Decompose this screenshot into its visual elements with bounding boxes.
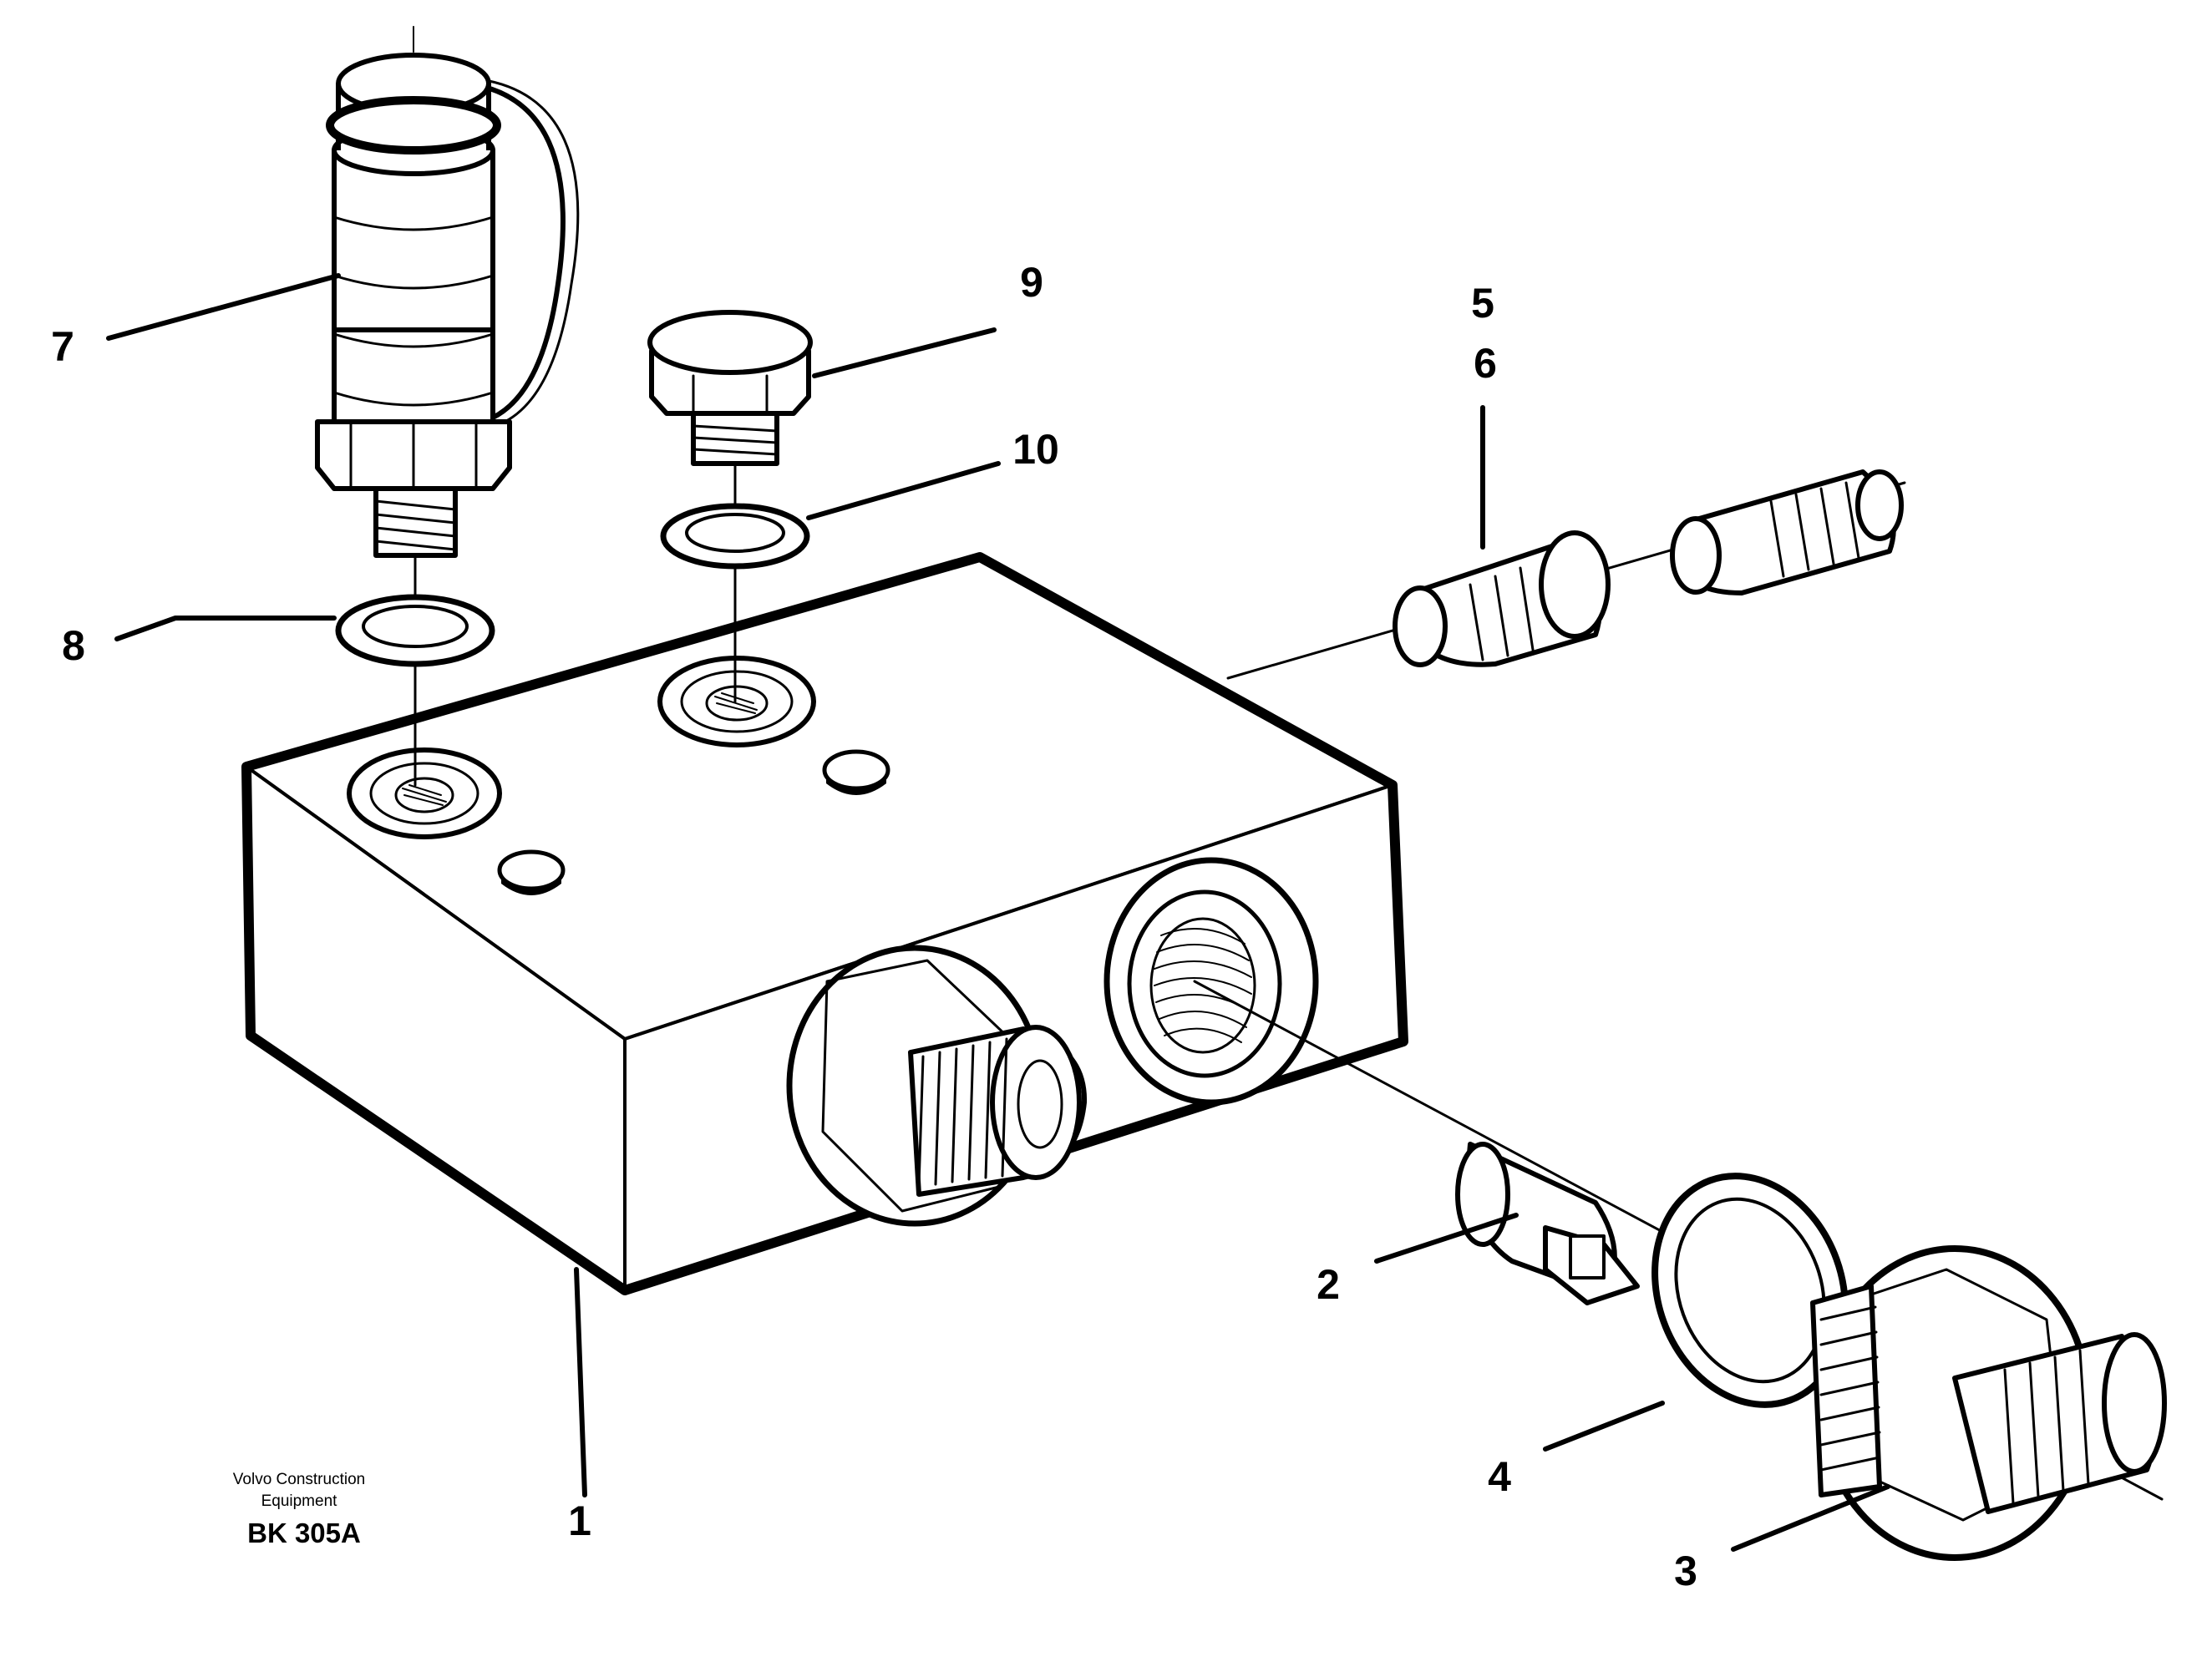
- callout-7: 7: [51, 323, 74, 370]
- block-port-left: [347, 747, 502, 839]
- leader-lines: [106, 273, 1890, 1552]
- block-port-middle: [657, 656, 816, 747]
- callout-2: 2: [1317, 1261, 1340, 1308]
- dowel-pin-2: [822, 749, 890, 795]
- plug: [647, 310, 813, 466]
- block-front-port: [1103, 857, 1319, 1106]
- callout-8: 8: [62, 622, 85, 669]
- callout-5: 5: [1471, 280, 1494, 327]
- sealing-ring: [335, 594, 495, 667]
- callout-3: 3: [1674, 1548, 1697, 1594]
- sealing-ring-10: [660, 503, 810, 570]
- callout-9: 9: [1020, 259, 1043, 306]
- credit-line-1: Volvo Construction: [233, 1471, 365, 1488]
- credit-line-2: Equipment: [261, 1492, 338, 1510]
- adapter: [1810, 1245, 2167, 1561]
- valve-block: [241, 552, 1408, 1295]
- adapter-5: [1393, 530, 1611, 667]
- o-ring: [1651, 1173, 1849, 1408]
- check-valve: [1455, 1142, 1640, 1305]
- solenoid-valve: [315, 26, 580, 558]
- callout-4: 4: [1488, 1453, 1511, 1500]
- callout-6: 6: [1474, 340, 1497, 387]
- nipple-6: [1670, 469, 1904, 595]
- callout-10: 10: [1012, 426, 1059, 473]
- callout-1: 1: [568, 1497, 591, 1544]
- block-front-fitting: [786, 945, 1088, 1227]
- dowel-pin-1: [497, 849, 566, 895]
- credit-block: Volvo Construction Equipment BK 305A: [233, 1471, 365, 1548]
- drawing-code: BK 305A: [247, 1518, 361, 1548]
